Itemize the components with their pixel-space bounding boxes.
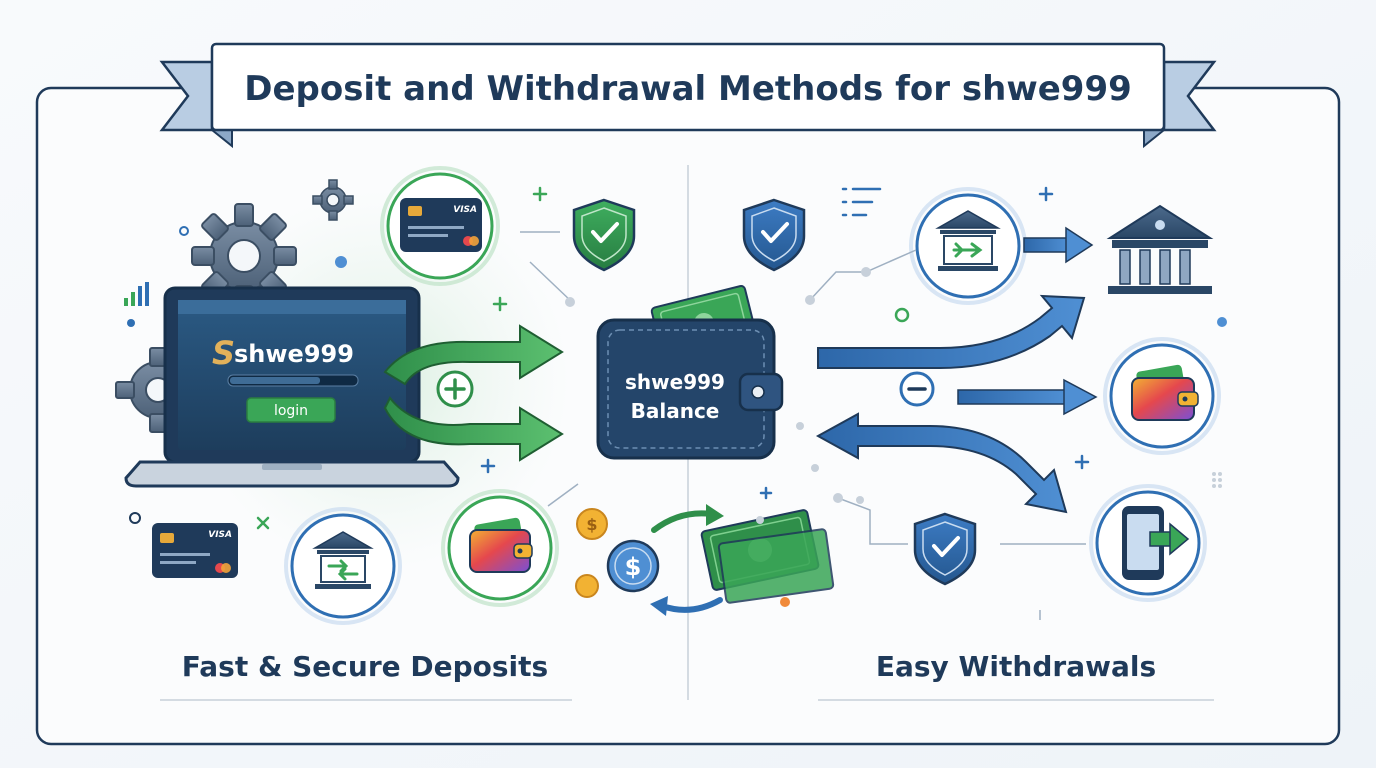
login-button-label: login [274,403,308,419]
bank-transfer-circle [284,507,402,625]
coin-symbol-large: $ [625,553,642,581]
title-box [210,42,1166,132]
shield-check-icon [572,198,636,272]
laptop: S shwe999 login [124,286,460,488]
deposit-caption: Fast & Secure Deposits [182,650,548,683]
list-lines-icon [841,187,882,217]
shield-check-icon-top [742,198,806,272]
bank-icon-right [935,210,1001,271]
bank-transfer-circle-right [909,187,1027,305]
withdrawal-caption: Easy Withdrawals [876,650,1156,683]
arrow-to-wallet [957,389,1067,405]
deposit-arrow-top [383,324,564,386]
deposit-arrow-bottom [383,396,564,462]
login-input-fill [230,377,320,384]
wallet-balance-label: Balance [631,399,720,423]
decorations [520,231,1086,620]
balance-wallet: shwe999 Balance [596,285,784,460]
brand-logo-icon: S [212,334,235,372]
bank-building-icon [1106,204,1214,294]
dots [127,226,1227,607]
login-button[interactable] [246,397,336,423]
coin-symbol-small: $ [586,515,597,534]
plus-marks [256,186,1090,530]
deposit-arrows [383,324,564,462]
exchange-arrows [650,504,724,616]
brand-name: shwe999 [234,340,354,368]
screen-topbar [178,300,406,314]
visa-label-small: VISA [208,530,232,540]
arrow-up-right [817,294,1086,369]
gear-icon [191,203,297,309]
mobile-phone-icon [1122,506,1190,580]
laptop-base [124,460,460,488]
shield-check-icon-bottom [913,512,977,586]
title-banner: Deposit and Withdrawal Methods for shwe9… [159,42,1217,149]
wallet-brand: shwe999 [625,370,725,394]
wallet-icon-right [1131,364,1199,421]
arrow-to-bank [1023,226,1094,264]
page-title: Deposit and Withdrawal Methods for shwe9… [244,69,1132,109]
e-wallet-circle [441,489,559,607]
arrow-down-right [815,412,1068,514]
e-wallet-circle-right [1103,337,1221,455]
withdrawal-arrows [815,294,1098,514]
small-gear-icon [312,179,354,221]
chart-bars-icon [124,282,149,306]
bank-icon [312,531,374,589]
credit-card-circle: VISA [380,166,500,286]
wallet-icon [469,517,533,573]
laptop-trackpad-notch [262,464,322,470]
mobile-transfer-circle [1089,484,1207,602]
visa-label: VISA [453,205,477,215]
coins-icon: $ $ [575,508,660,598]
credit-card-icon-small: VISA [152,523,238,578]
cash-bills-icon [700,509,835,604]
dotted-marks [1212,472,1222,488]
